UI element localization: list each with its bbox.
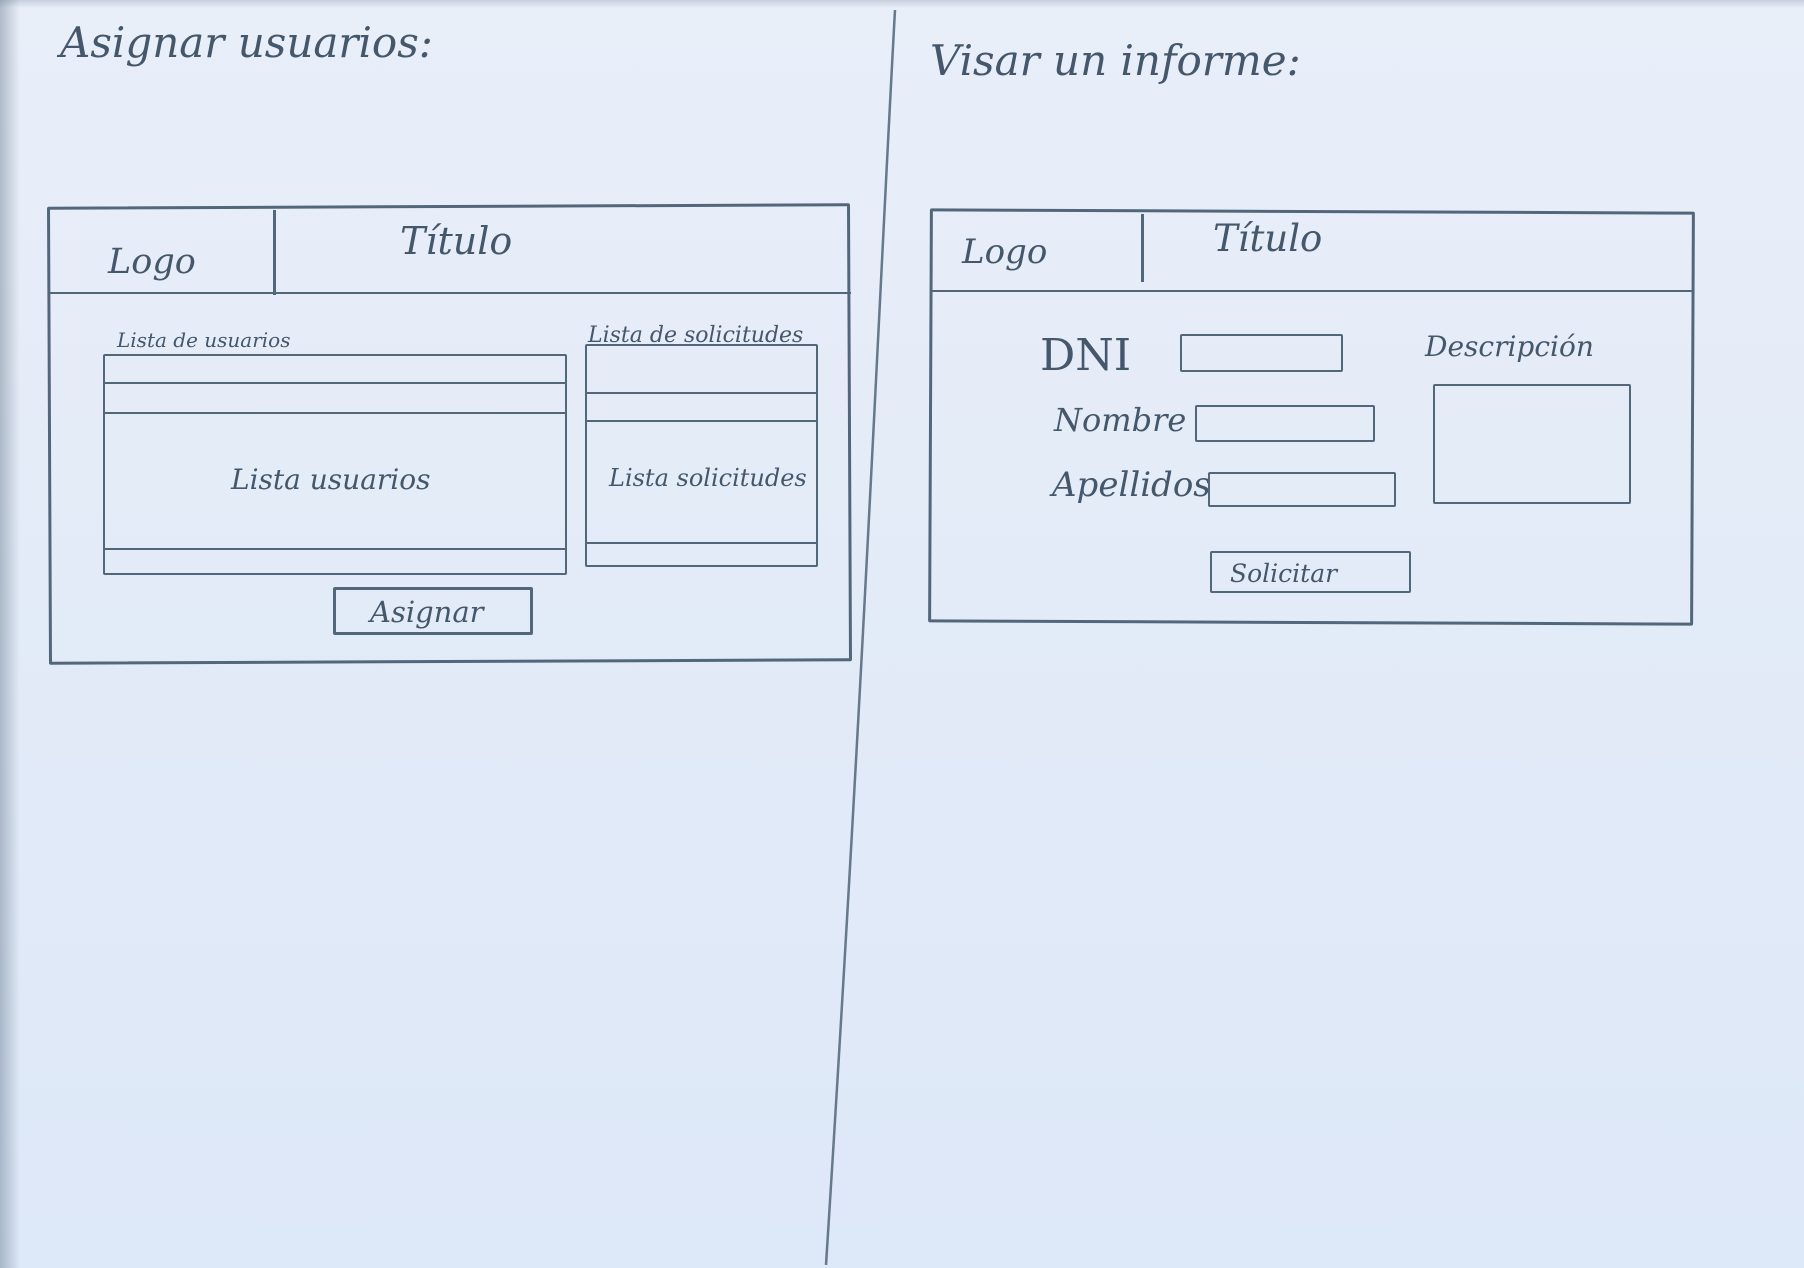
left-logo: Logo [108,242,196,282]
right-page-heading: Visar un informe: [930,36,1301,85]
dni-input[interactable] [1180,334,1343,372]
requests-list-row-line-2 [587,420,818,422]
right-title: Título [1213,217,1323,260]
left-title: Título [400,219,513,263]
description-input[interactable] [1433,384,1631,504]
name-label: Nombre [1054,401,1187,439]
left-header-divider [48,292,851,294]
users-list-row-line-1 [105,382,567,384]
surname-label: Apellidos [1052,465,1211,505]
users-list-row-line-3 [105,548,567,550]
name-input[interactable] [1195,405,1375,442]
request-button[interactable]: Solicitar [1210,551,1411,593]
requests-list-box: Lista solicitudes [585,344,818,567]
users-list-label: Lista de usuarios [117,328,291,352]
users-list-box: Lista usuarios [103,354,567,575]
paper-left-shadow [0,0,20,1268]
right-header-separator [1141,214,1144,282]
request-button-label: Solicitar [1230,559,1338,588]
assign-button[interactable]: Asignar [333,587,533,635]
assign-button-label: Asignar [370,595,484,629]
left-page-heading: Asignar usuarios: [60,18,433,67]
requests-list-row-line-1 [587,392,818,394]
users-list-content: Lista usuarios [231,463,431,496]
left-header-separator [273,210,276,295]
dni-label: DNI [1040,330,1132,381]
users-list-row-line-2 [105,412,567,414]
paper-top-shadow [0,0,1804,8]
requests-list-content: Lista solicitudes [609,464,807,492]
right-logo: Logo [962,232,1048,272]
description-label: Descripción [1425,330,1594,363]
requests-list-row-line-3 [587,542,818,544]
requests-list-label: Lista de solicitudes [588,323,804,348]
surname-input[interactable] [1208,472,1396,507]
right-header-divider [932,290,1692,292]
